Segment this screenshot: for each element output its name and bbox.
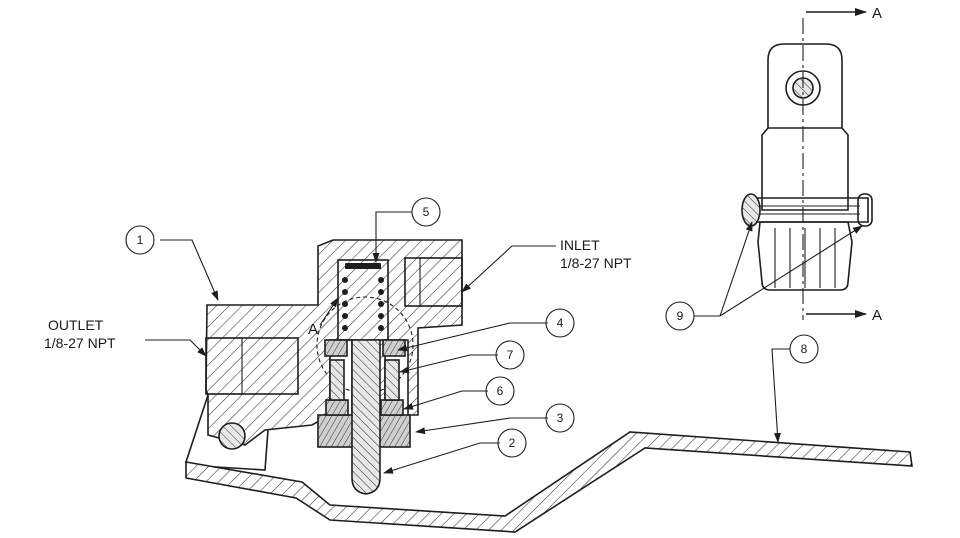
section-a-bottom-label: A — [872, 307, 882, 324]
balloon-8-text: 8 — [801, 342, 808, 356]
seal-left-part-7 — [329, 359, 345, 401]
seat-left-part-4 — [324, 339, 348, 357]
leader-1 — [160, 239, 219, 301]
balloon-1-text: 1 — [137, 233, 144, 247]
balloon-6: 6 — [485, 376, 515, 406]
side-view — [741, 18, 873, 320]
seal-right-part-7 — [384, 359, 400, 401]
leader-6 — [403, 390, 488, 410]
side-view-upper-body — [761, 43, 849, 211]
valve-body-section — [184, 239, 463, 495]
balloon-9: 9 — [665, 301, 695, 331]
inlet-label: INLET — [560, 237, 600, 253]
lever-part-8 — [185, 431, 913, 533]
balloon-4-text: 4 — [557, 316, 564, 330]
balloon-7-text: 7 — [507, 348, 514, 362]
washer-left-part-6 — [325, 399, 349, 416]
balloon-4: 4 — [545, 308, 575, 338]
stem-part-2 — [351, 339, 381, 495]
leader-inlet — [461, 245, 556, 293]
balloon-6-text: 6 — [497, 384, 504, 398]
balloon-7: 7 — [495, 340, 525, 370]
balloon-2-text: 2 — [509, 436, 516, 450]
spring-part-5 — [342, 263, 384, 331]
leader-detail-a — [319, 297, 339, 326]
section-line-a — [806, 8, 867, 318]
balloon-3-text: 3 — [557, 411, 564, 425]
detail-a-label: A — [308, 321, 318, 338]
inlet-port — [419, 257, 463, 307]
leader-9a — [694, 221, 753, 317]
balloon-1: 1 — [125, 225, 155, 255]
nut-left-part-3 — [317, 414, 354, 448]
seat-right-part-4 — [382, 339, 406, 357]
inlet-thread-label: 1/8-27 NPT — [560, 255, 632, 271]
side-view-lower-body — [757, 221, 853, 291]
leader-9b — [719, 225, 863, 317]
balloon-9-text: 9 — [677, 309, 684, 323]
leader-4 — [397, 322, 548, 352]
section-a-top-label: A — [872, 5, 882, 22]
balloon-8: 8 — [789, 334, 819, 364]
balloon-2: 2 — [497, 428, 527, 458]
outlet-thread-label: 1/8-27 NPT — [44, 335, 116, 351]
leader-2 — [383, 442, 500, 474]
balloon-5: 5 — [411, 197, 441, 227]
outlet-port — [205, 337, 243, 395]
balloon-5-text: 5 — [423, 205, 430, 219]
washer-right-part-6 — [380, 399, 404, 416]
side-view-pin-head-right — [857, 193, 873, 227]
balloon-3: 3 — [545, 403, 575, 433]
leader-3 — [415, 417, 548, 435]
leader-lines — [145, 211, 863, 474]
leader-7 — [399, 354, 498, 374]
leader-8 — [771, 348, 790, 443]
leader-5 — [372, 211, 412, 263]
pivot-pin — [218, 422, 246, 450]
detail-circle — [316, 296, 414, 394]
outlet-label: OUTLET — [48, 317, 104, 333]
side-view-pin-head-left — [741, 193, 761, 227]
leader-outlet — [145, 339, 207, 357]
